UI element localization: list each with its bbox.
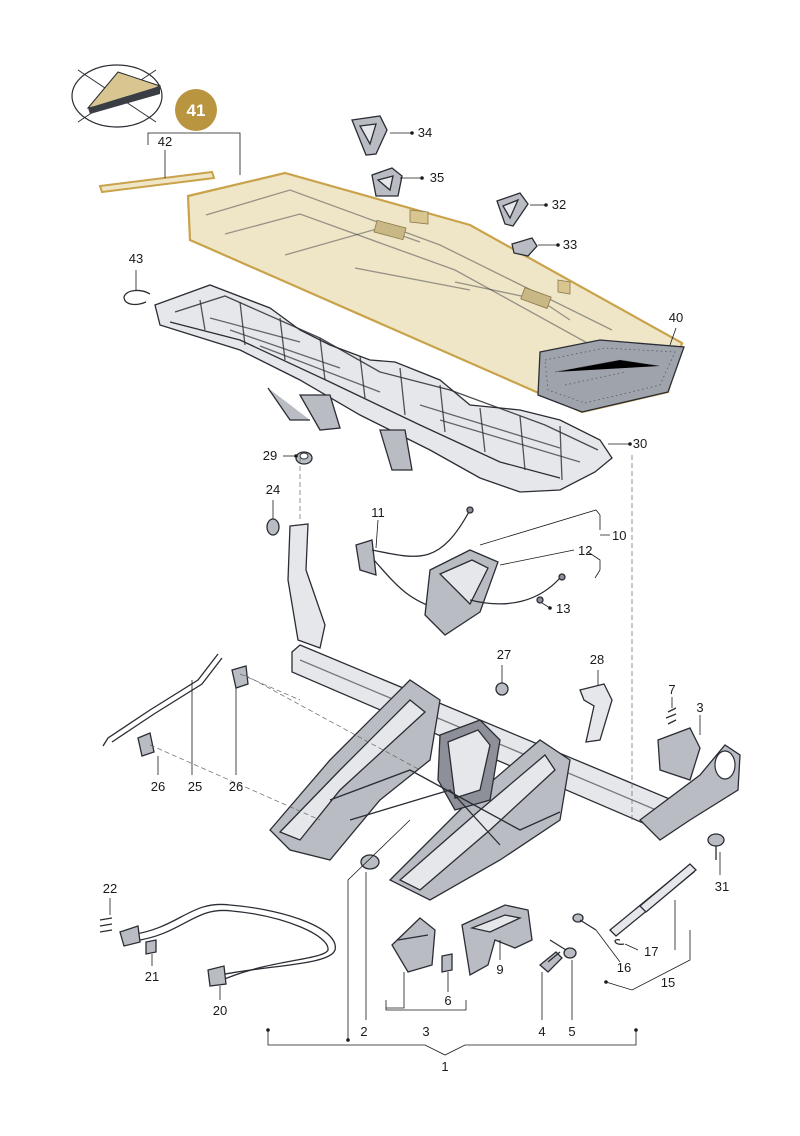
- callout-3-right: 3: [696, 700, 703, 715]
- callout-5: 5: [568, 1024, 575, 1039]
- callout-43: 43: [129, 251, 143, 266]
- part-12-switch-housing[interactable]: [424, 549, 499, 636]
- callout-42: 42: [158, 134, 172, 149]
- part-20-cable[interactable]: [119, 903, 336, 987]
- callout-4: 4: [538, 1024, 545, 1039]
- part-5-bolt[interactable]: [549, 939, 577, 959]
- part-29-nut[interactable]: [295, 451, 313, 465]
- part-26-bracket-left[interactable]: [137, 732, 155, 757]
- callout-16: 16: [617, 960, 631, 975]
- callout-22: 22: [103, 881, 117, 896]
- callout-20: 20: [213, 1003, 227, 1018]
- part-31-bolt[interactable]: [707, 833, 725, 860]
- callout-28: 28: [590, 652, 604, 667]
- callout-17: 17: [644, 944, 658, 959]
- part-22-spring[interactable]: [99, 917, 113, 933]
- callout-30: 30: [633, 436, 647, 451]
- highlight-badge[interactable]: 41: [175, 89, 217, 131]
- part-15-gas-strut[interactable]: [609, 863, 697, 937]
- part-32-clip[interactable]: [496, 192, 529, 227]
- part-17-clip[interactable]: [614, 939, 625, 945]
- part-34-clip[interactable]: [351, 115, 388, 156]
- callout-12: 12: [578, 543, 592, 558]
- part-25-rod[interactable]: [102, 653, 223, 747]
- leader-dots: [266, 131, 638, 1042]
- callout-35: 35: [430, 170, 444, 185]
- part-30-seat-frame[interactable]: [154, 284, 613, 493]
- part-2-nut[interactable]: [360, 854, 380, 870]
- callout-6: 6: [444, 993, 451, 1008]
- seat-view-icon: [71, 64, 163, 128]
- callout-40: 40: [669, 310, 683, 325]
- callout-labels: 1 2 3 3 4 5 6 7 9 10 11 12 13 15 16 17 2…: [103, 125, 729, 1074]
- callout-32: 32: [552, 197, 566, 212]
- callout-1: 1: [441, 1059, 448, 1074]
- callout-7: 7: [668, 682, 675, 697]
- callout-24: 24: [266, 482, 280, 497]
- part-26-bracket-right[interactable]: [231, 665, 249, 689]
- part-28-bracket[interactable]: [579, 683, 613, 743]
- callout-26-right: 26: [229, 779, 243, 794]
- callout-15: 15: [661, 975, 675, 990]
- part-7-spring[interactable]: [665, 707, 677, 725]
- highlight-number: 41: [187, 101, 206, 120]
- callout-34: 34: [418, 125, 432, 140]
- callout-10: 10: [612, 528, 626, 543]
- leader-lines: [109, 132, 721, 1056]
- part-27-nut[interactable]: [495, 682, 509, 696]
- callout-9: 9: [496, 962, 503, 977]
- callout-11: 11: [371, 505, 385, 520]
- part-16-pin[interactable]: [572, 913, 597, 931]
- part-35-clip[interactable]: [371, 167, 403, 197]
- part-6-clip[interactable]: [441, 953, 453, 973]
- part-33-clip[interactable]: [511, 237, 538, 257]
- part-43-clip[interactable]: [123, 289, 151, 306]
- part-24-washer[interactable]: [266, 518, 280, 536]
- callout-27: 27: [497, 647, 511, 662]
- part-13-cable[interactable]: [469, 573, 566, 605]
- callout-21: 21: [145, 969, 159, 984]
- part-21-clip[interactable]: [145, 939, 157, 955]
- callout-31: 31: [715, 879, 729, 894]
- callout-26-left: 26: [151, 779, 165, 794]
- part-42-rod[interactable]: [98, 170, 216, 194]
- callout-2: 2: [360, 1024, 367, 1039]
- part-3-bracket-right[interactable]: [657, 727, 701, 781]
- callout-29: 29: [263, 448, 277, 463]
- callout-3-lower: 3: [422, 1024, 429, 1039]
- part-40-foam-pad[interactable]: [537, 339, 685, 413]
- callout-13: 13: [556, 601, 570, 616]
- part-9-bracket[interactable]: [461, 904, 533, 977]
- callout-33: 33: [563, 237, 577, 252]
- callout-25: 25: [188, 779, 202, 794]
- part-4-bolt[interactable]: [538, 951, 563, 973]
- part-1-seat-adjuster-frame[interactable]: [269, 523, 741, 901]
- part-3-bracket-lower[interactable]: [391, 917, 436, 973]
